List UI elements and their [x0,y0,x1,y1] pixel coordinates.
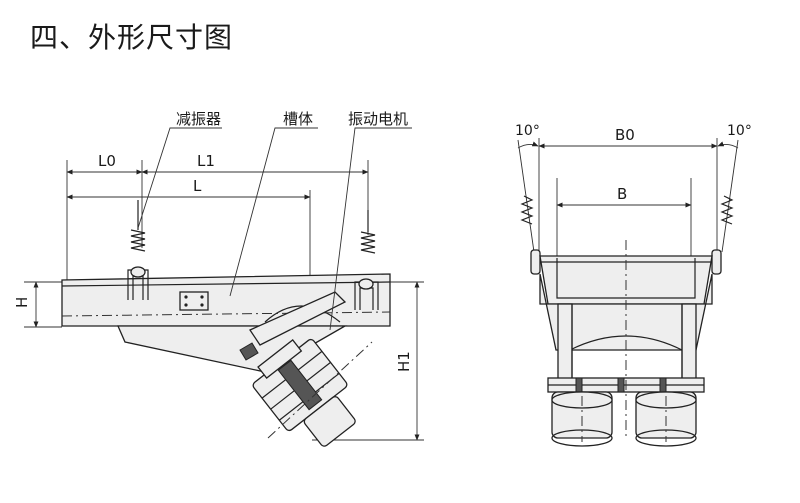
trough-top-rim [61,281,391,287]
angle-arc-right [717,141,739,149]
front-spring-right [720,195,734,225]
front-spring-seat-right [711,249,722,275]
motor-mount-arm [249,291,347,346]
front-view: B0 B 10° 10° [515,123,752,447]
vibration-motor [252,338,356,447]
front-motor-left [551,391,613,447]
front-post-right [681,303,697,385]
front-hood [539,273,713,351]
motor-bottom-cap [303,396,356,447]
angle-line-left [517,139,535,253]
right-spring-hanger [354,210,379,310]
dim-label-h1: H1 [395,351,413,372]
page-title: 四、外形尺寸图 [30,21,234,54]
plate-bolt [184,295,188,299]
callout-leader-trough [229,127,318,297]
base-bolt [659,377,667,393]
plate-bolt [200,295,204,299]
spring-coil [360,231,376,254]
motor-top-cap [257,339,303,379]
spring-seat [358,278,374,290]
spring-coil [130,229,146,252]
left-spring-hanger [127,200,149,300]
front-post-left [557,303,573,385]
motor-terminal-box [277,359,323,411]
inspection-plate [179,291,209,311]
angle-arc-left [517,141,539,149]
dim-label-h: H [13,297,31,308]
dim-label-b: B [617,185,627,203]
plate-bolt [184,303,188,307]
front-spring-left [520,195,534,225]
callout-label-trough: 槽体 [283,110,313,128]
callout-leader-motor [329,127,412,331]
base-bolt [575,377,583,393]
callout-label-spring: 减振器 [176,110,221,128]
trough-centerline [61,311,391,317]
callout-leader-spring [137,127,222,229]
dim-label-l: L [193,177,202,195]
angle-label-left: 10° [515,123,540,139]
dim-label-l1: L1 [197,152,215,170]
plate-bolt [200,303,204,307]
spring-seat [130,266,146,278]
front-spring-seat-left [530,249,541,275]
dim-label-l0: L0 [98,152,116,170]
front-trough-inner [556,258,696,299]
callout-label-motor: 振动电机 [348,110,408,128]
front-outlet-arc [569,335,683,351]
dim-label-b0: B0 [615,126,635,144]
angle-line-right [721,139,739,253]
base-bolt [617,377,625,393]
angle-label-right: 10° [727,123,752,139]
motor-centerline [267,341,373,439]
side-view: L0 L1 L H H1 [13,110,424,447]
motor-mount-clamp [239,342,259,361]
